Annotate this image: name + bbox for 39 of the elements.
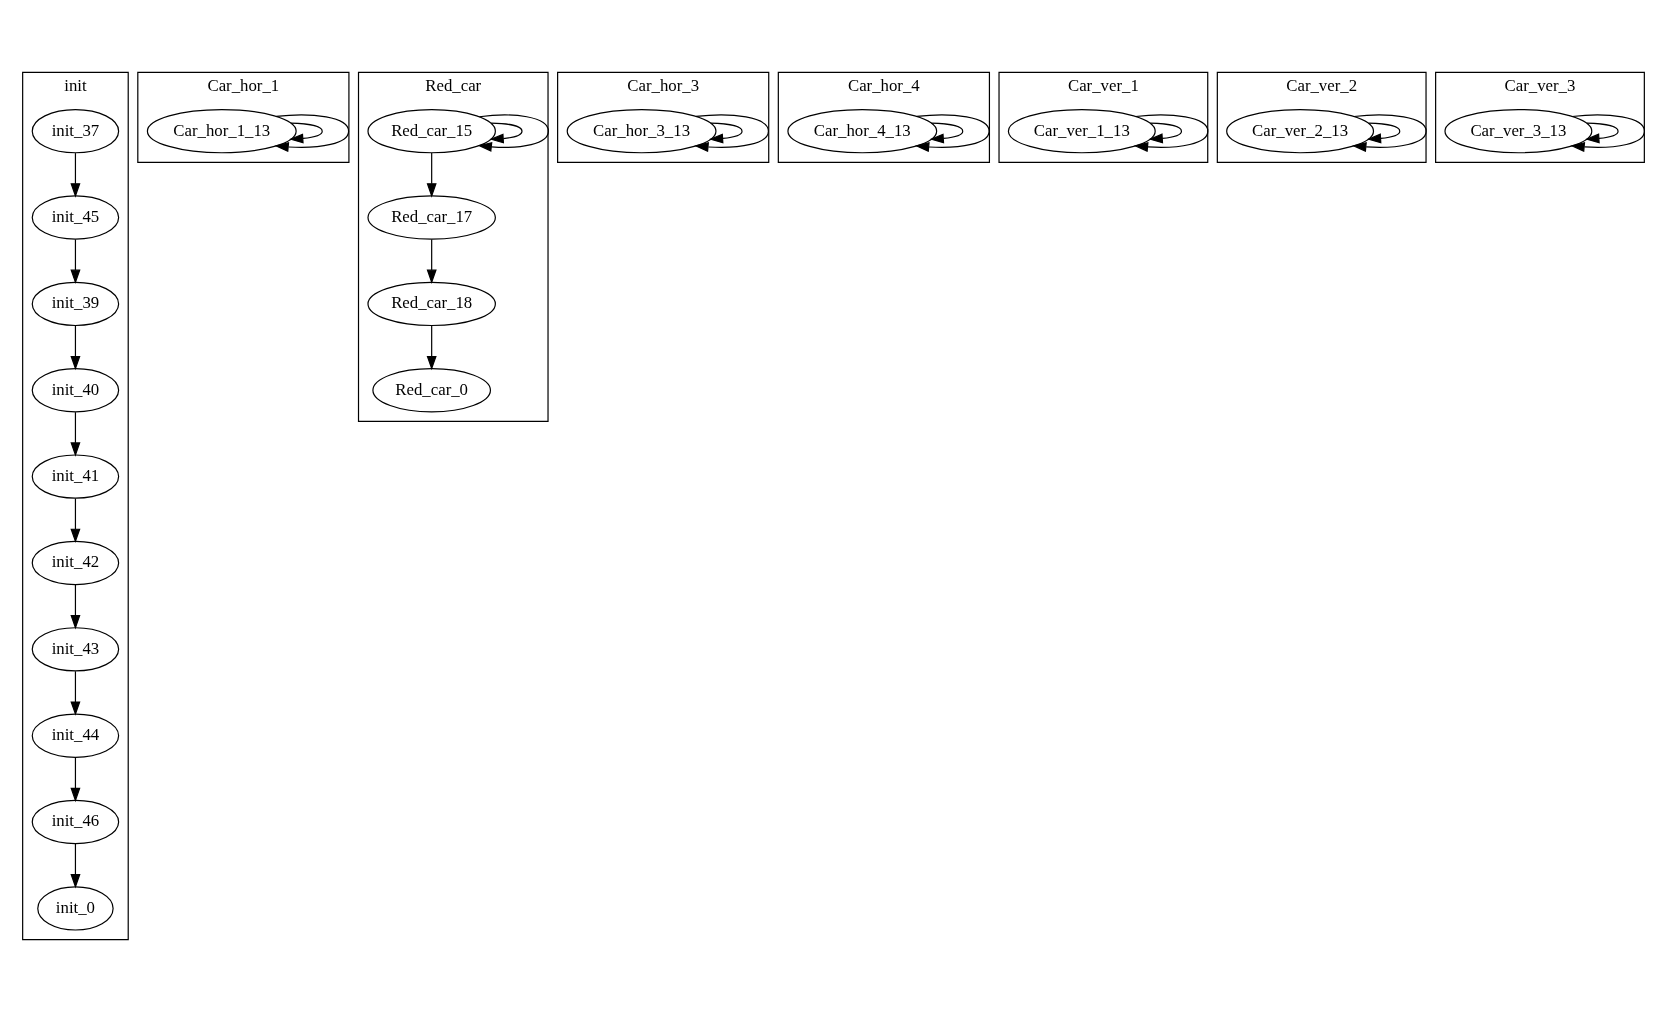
arrow: [929, 122, 964, 143]
arrow: [288, 122, 323, 143]
arrow: [70, 411, 81, 457]
node-ellipse: init_39: [31, 281, 120, 326]
node-ellipse: Red_car_18: [367, 281, 496, 326]
node-ellipse: init_44: [31, 713, 120, 758]
arrow: [70, 756, 81, 802]
arrow: [1585, 122, 1619, 143]
node-ellipse: init_46: [31, 799, 120, 844]
arrow: [426, 152, 437, 198]
arrow: [477, 113, 549, 152]
node-ellipse: init_37: [31, 108, 120, 153]
node-ellipse: init_40: [31, 367, 120, 412]
arrow: [274, 113, 350, 152]
arrow: [708, 122, 743, 143]
arrow: [70, 842, 81, 889]
arrow: [70, 497, 81, 543]
node-ellipse: Red_car_17: [367, 194, 496, 240]
arrow: [70, 324, 81, 370]
arrow: [914, 113, 990, 152]
arrow: [70, 670, 81, 716]
node-ellipse: init_43: [31, 626, 120, 672]
arrow: [70, 152, 81, 198]
arrow: [489, 122, 523, 144]
arrow: [1133, 113, 1209, 152]
arrow: [1570, 113, 1646, 152]
node-ellipse: init_42: [31, 540, 120, 585]
arrow: [1352, 113, 1427, 152]
arrow: [70, 238, 81, 284]
node-ellipse: init_41: [31, 453, 120, 499]
node-ellipse: Red_car_0: [372, 367, 492, 412]
arrow: [426, 324, 437, 370]
node-ellipse: init_0: [37, 885, 114, 931]
arrow: [1148, 122, 1183, 143]
arrow: [70, 583, 81, 629]
arrow: [426, 238, 437, 284]
arrow: [694, 113, 769, 152]
arrow: [1366, 122, 1401, 143]
node-ellipse: init_45: [31, 194, 120, 240]
